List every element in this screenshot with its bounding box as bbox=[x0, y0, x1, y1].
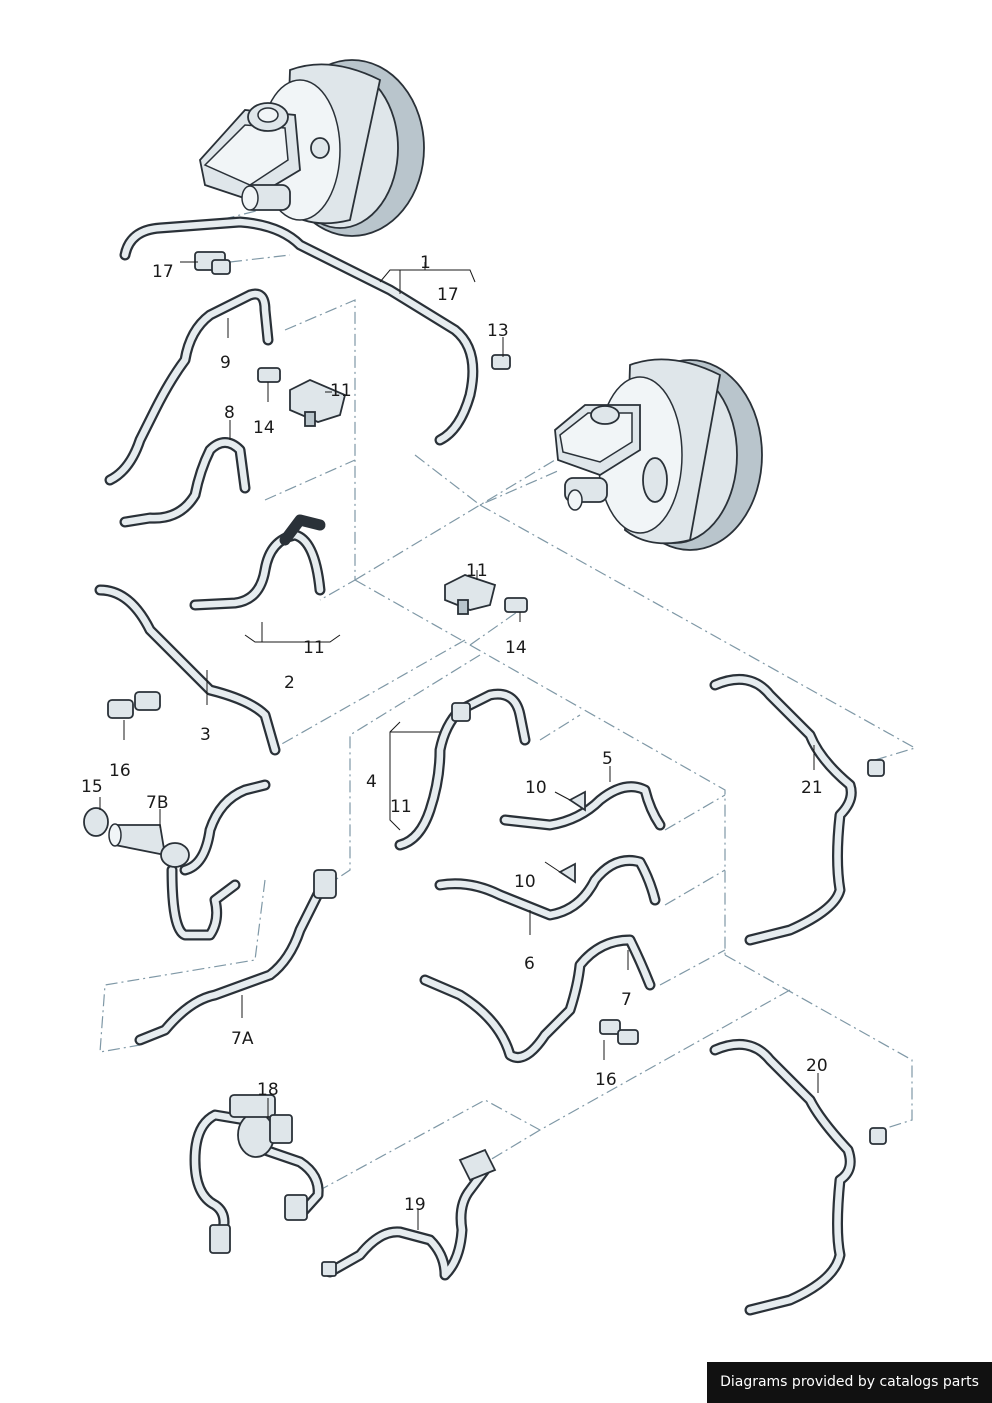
label-7B: 7B bbox=[146, 793, 168, 813]
part-labels: 1 17 17 13 9 11 8 14 11 14 11 2 3 16 15 … bbox=[81, 253, 828, 1215]
hose-lines bbox=[94, 216, 857, 1316]
label-8: 8 bbox=[224, 403, 235, 423]
label-4: 4 bbox=[366, 772, 377, 792]
label-6: 6 bbox=[524, 954, 535, 974]
leader-lines bbox=[99, 261, 819, 1230]
credit-banner: Diagrams provided by catalogs parts bbox=[707, 1362, 992, 1403]
label-21: 21 bbox=[801, 778, 823, 798]
label-7: 7 bbox=[621, 990, 632, 1010]
label-17b: 17 bbox=[437, 285, 459, 305]
label-13: 13 bbox=[487, 321, 509, 341]
label-11a: 11 bbox=[330, 381, 352, 401]
label-9: 9 bbox=[220, 353, 231, 373]
label-16a: 16 bbox=[109, 761, 131, 781]
label-14a: 14 bbox=[253, 418, 275, 438]
label-20: 20 bbox=[806, 1056, 828, 1076]
small-parts bbox=[83, 251, 887, 1277]
label-16b: 16 bbox=[595, 1070, 617, 1090]
brake-booster-upper bbox=[199, 59, 425, 237]
label-10a: 10 bbox=[525, 778, 547, 798]
label-5: 5 bbox=[602, 749, 613, 769]
label-11d: 11 bbox=[390, 797, 412, 817]
label-1: 1 bbox=[420, 253, 431, 273]
label-14b: 14 bbox=[505, 638, 527, 658]
label-11c: 11 bbox=[303, 638, 325, 658]
reference-lines bbox=[99, 209, 917, 1191]
label-15: 15 bbox=[81, 777, 103, 797]
label-7A: 7A bbox=[231, 1029, 254, 1049]
label-10b: 10 bbox=[514, 872, 536, 892]
label-19: 19 bbox=[404, 1195, 426, 1215]
label-17a: 17 bbox=[152, 262, 174, 282]
label-11b: 11 bbox=[466, 561, 488, 581]
label-18: 18 bbox=[257, 1080, 279, 1100]
brake-booster-lower bbox=[554, 358, 763, 551]
label-3: 3 bbox=[200, 725, 211, 745]
label-2: 2 bbox=[284, 673, 295, 693]
